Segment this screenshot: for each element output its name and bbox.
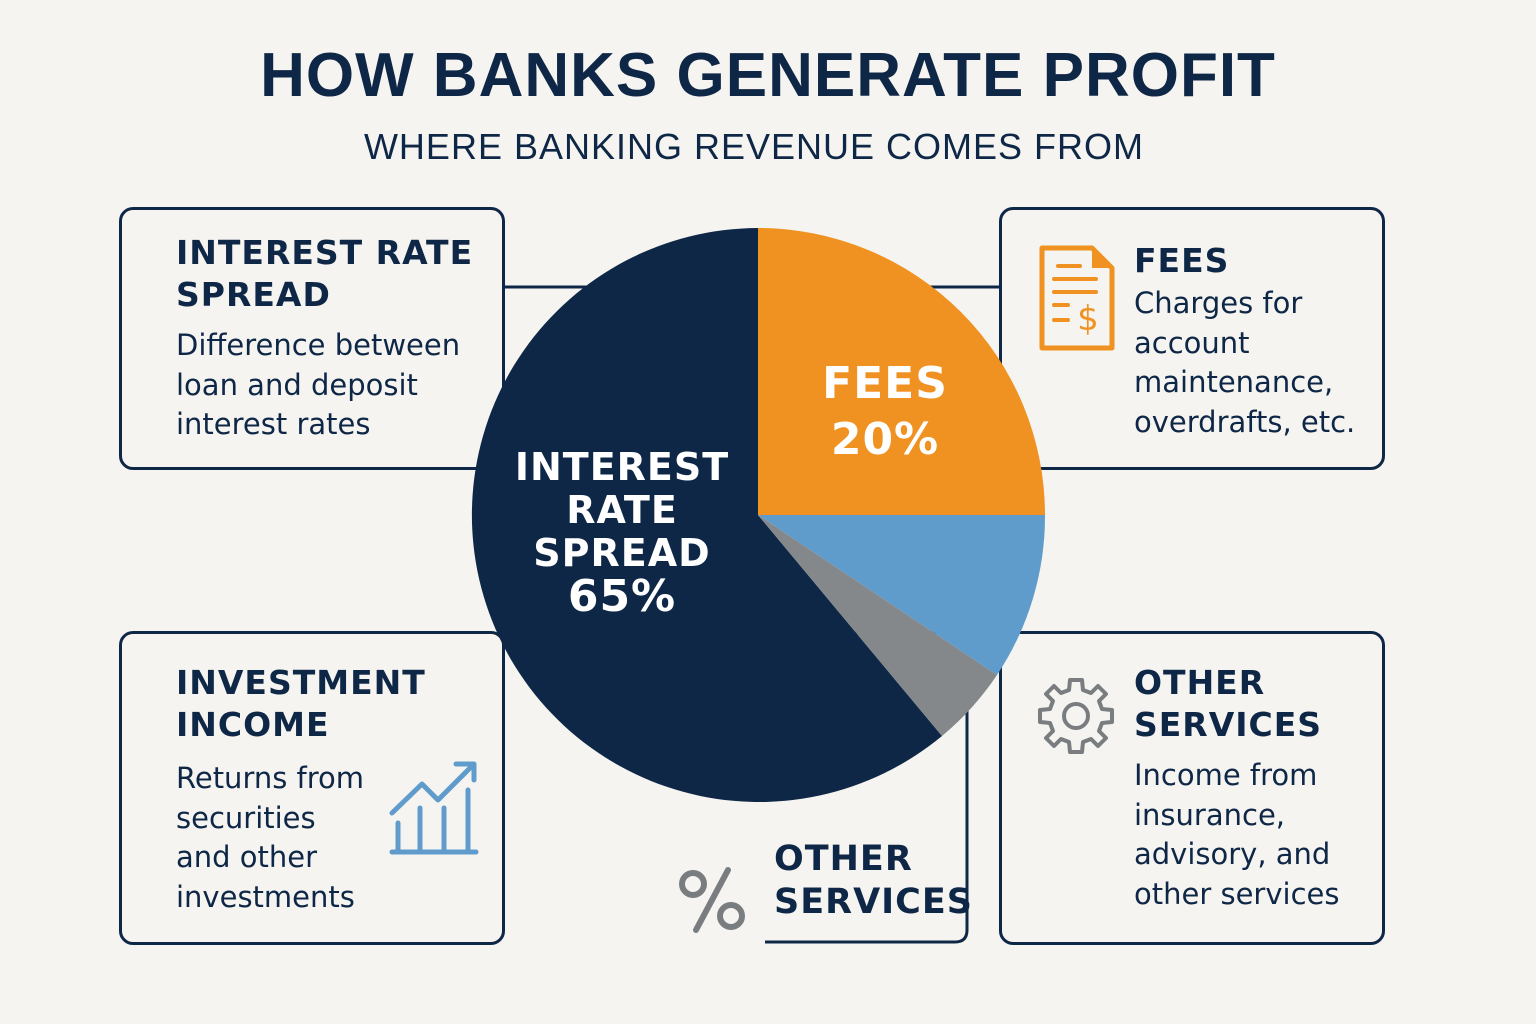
card-description: Charges for account maintenance, overdra… — [1134, 286, 1356, 439]
percent-icon — [679, 867, 745, 933]
invoice-dollar-icon: $ — [1039, 245, 1115, 351]
revenue-pie-chart — [471, 228, 1046, 802]
page-subtitle: WHERE BANKING REVENUE COMES FROM — [363, 126, 1145, 167]
pie-slice-interest-rate-spread — [471, 228, 942, 802]
growth-chart-icon — [389, 761, 479, 855]
card-investment-income: INVESTMENT INCOME Returns from securitie… — [119, 631, 505, 945]
pie-label-interest: INTEREST RATE SPREAD 65% — [514, 445, 730, 622]
card-title: INVESTMENT INCOME — [176, 663, 426, 744]
bottom-label-other-services: OTHER SERVICES — [774, 839, 973, 922]
card-title: FEES — [1134, 241, 1230, 280]
pie-slice-fees — [758, 228, 1045, 515]
pie-slice-other-services — [758, 515, 997, 736]
card-description: Returns from securities and other invest… — [176, 761, 365, 914]
card-description: Income from insurance, advisory, and oth… — [1134, 758, 1340, 911]
card-title: OTHER SERVICES — [1134, 663, 1323, 744]
card-description: Difference between loan and deposit inte… — [176, 328, 461, 441]
pie-label-fees: FEES 20% — [822, 358, 948, 465]
pie-slice-investment-income — [758, 515, 1046, 675]
card-fees: $ FEES Charges for account maintenance, … — [999, 207, 1385, 470]
page-title: HOW BANKS GENERATE PROFIT — [260, 41, 1276, 110]
card-interest-rate-spread: INTEREST RATE SPREAD Difference between … — [119, 207, 505, 470]
svg-text:$: $ — [1077, 299, 1099, 339]
card-other-services: OTHER SERVICES Income from insurance, ad… — [999, 631, 1385, 945]
card-title: INTEREST RATE SPREAD — [176, 233, 474, 314]
gear-icon — [1038, 678, 1114, 754]
